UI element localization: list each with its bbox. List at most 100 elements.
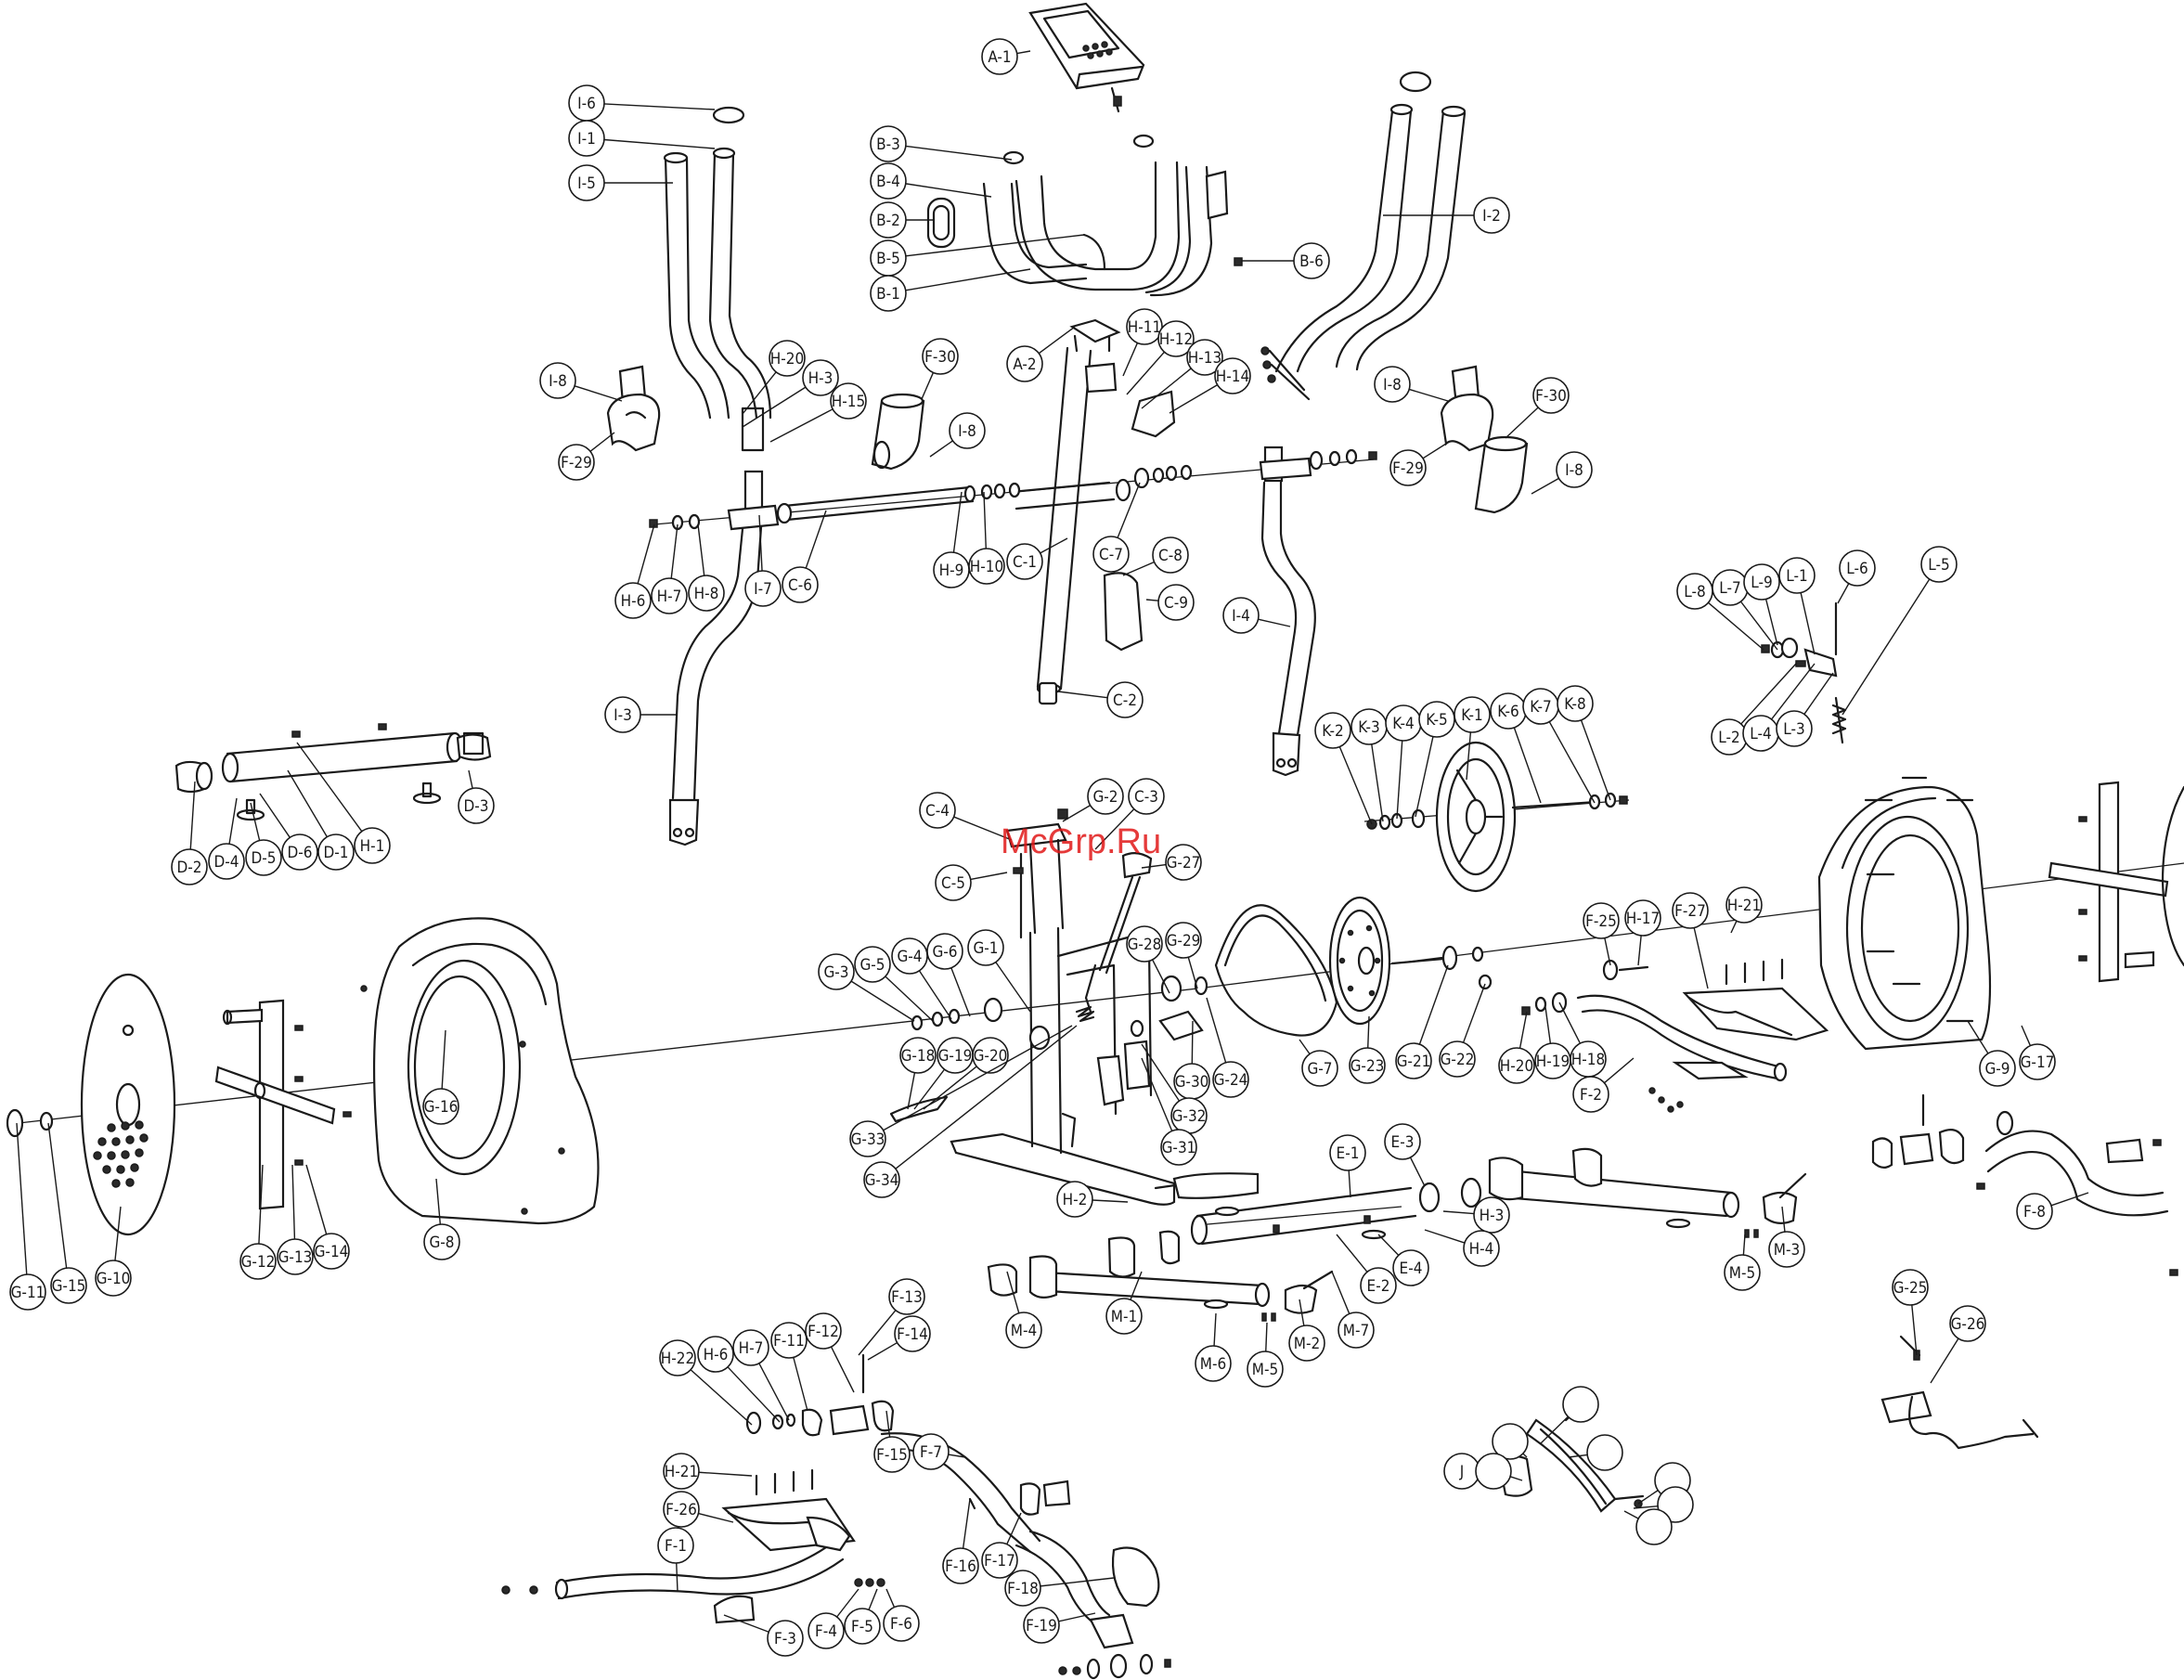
callout-label: I-8 bbox=[1383, 376, 1402, 394]
callout-leader-line bbox=[1930, 1338, 1959, 1384]
callout-circle bbox=[245, 839, 282, 876]
callout-label: C-9 bbox=[1164, 594, 1188, 613]
callout: G-34 bbox=[863, 1025, 1078, 1198]
callout: D-2 bbox=[171, 781, 208, 885]
callout-leader-line bbox=[1336, 1234, 1368, 1273]
callout-circle bbox=[1212, 1061, 1249, 1098]
callout-leader-line bbox=[1206, 997, 1227, 1063]
callout-label: C-5 bbox=[941, 874, 965, 893]
callout-leader-line bbox=[574, 385, 623, 402]
power-adapter-part bbox=[1880, 1335, 2039, 1450]
callout-leader-line bbox=[1062, 805, 1091, 822]
callout-leader-line bbox=[923, 1066, 977, 1110]
callout-circle bbox=[967, 929, 1004, 966]
callout-label: I-1 bbox=[577, 130, 596, 149]
callout: G-20 bbox=[923, 1037, 1009, 1110]
callout-circle bbox=[1004, 1570, 1041, 1607]
callout-circle bbox=[1562, 1386, 1599, 1423]
callout-circle bbox=[1473, 197, 1510, 234]
callout-leader-line bbox=[305, 1164, 328, 1234]
callout: B-2 bbox=[870, 201, 933, 239]
callout-label: G-9 bbox=[1984, 1060, 2010, 1079]
callout-circle bbox=[818, 953, 855, 990]
callout-leader-line bbox=[962, 1498, 971, 1549]
left-pedal-part bbox=[501, 1353, 1171, 1680]
callout-label: F-7 bbox=[920, 1443, 942, 1462]
callout-leader-line bbox=[189, 781, 196, 850]
callout-label: H-7 bbox=[739, 1339, 764, 1358]
callout: C-8 bbox=[1122, 536, 1189, 576]
callout: C-9 bbox=[1145, 584, 1195, 621]
callout-leader-line bbox=[995, 962, 1031, 1013]
callout-leader-line bbox=[929, 440, 953, 458]
callout-leader-line bbox=[805, 510, 827, 569]
callout: G-27 bbox=[1141, 844, 1202, 881]
callout-circle bbox=[870, 201, 907, 239]
callout bbox=[1492, 1423, 1529, 1460]
callout: H-1 bbox=[296, 742, 391, 864]
callout-circle bbox=[9, 1273, 46, 1311]
callout-circle bbox=[1329, 1134, 1366, 1171]
callout-circle bbox=[1106, 681, 1144, 718]
callout-circle bbox=[1126, 308, 1163, 345]
callout-leader-line bbox=[1265, 1322, 1268, 1352]
callout-label: I-7 bbox=[754, 580, 772, 599]
callout: G-6 bbox=[926, 933, 971, 1017]
left-cross-bracket-part bbox=[214, 999, 352, 1210]
callout-label: F-29 bbox=[1392, 459, 1424, 478]
callout-circle bbox=[1288, 1325, 1325, 1362]
callout-circle bbox=[1006, 345, 1043, 382]
callout-circle bbox=[863, 1161, 900, 1198]
callout-leader-line bbox=[836, 1588, 859, 1618]
callout-leader-line bbox=[1016, 50, 1031, 55]
left-pivot-sleeve-part bbox=[871, 393, 925, 471]
callout: B-1 bbox=[870, 268, 1031, 312]
callout-circle bbox=[968, 548, 1005, 585]
callout-circle bbox=[1384, 1123, 1421, 1160]
callout: K-5 bbox=[1415, 701, 1455, 818]
callout: I-8 bbox=[1531, 451, 1593, 495]
callout: H-13 bbox=[1141, 339, 1223, 409]
callout-label: G-5 bbox=[859, 956, 885, 975]
callout: H-19 bbox=[1534, 1006, 1571, 1079]
callout-leader-line bbox=[1057, 691, 1108, 699]
callout: G-17 bbox=[2019, 1025, 2056, 1080]
callout-circle bbox=[1374, 366, 1411, 403]
callout-circle bbox=[281, 834, 318, 871]
rear-frame-part bbox=[987, 1147, 1807, 1322]
callout-leader-line bbox=[1415, 736, 1434, 818]
callout-label: K-7 bbox=[1530, 698, 1552, 717]
callout-leader-line bbox=[1424, 1229, 1466, 1244]
callout-label: H-2 bbox=[1063, 1191, 1088, 1209]
callout: H-12 bbox=[1126, 320, 1195, 395]
callout: H-9 bbox=[933, 491, 970, 588]
callout-circle bbox=[1572, 1076, 1609, 1113]
callout: H-21 bbox=[663, 1453, 753, 1490]
callout-circle bbox=[1583, 902, 1620, 939]
callout-label: L-1 bbox=[1786, 567, 1807, 586]
callout-label: F-30 bbox=[1535, 387, 1567, 406]
callout: L-5 bbox=[1842, 546, 1958, 716]
callout: I-2 bbox=[1383, 197, 1510, 234]
callout-leader-line bbox=[895, 1025, 1078, 1170]
callout: H-20 bbox=[1498, 1011, 1535, 1084]
callout bbox=[1568, 1434, 1623, 1471]
callout-label: F-11 bbox=[773, 1332, 805, 1350]
callout-circle bbox=[981, 38, 1018, 75]
callout-leader-line bbox=[1442, 1210, 1475, 1215]
callout-circle bbox=[1087, 778, 1124, 815]
callout-label: B-5 bbox=[876, 250, 900, 268]
callout: H-6 bbox=[697, 1336, 781, 1423]
callout: M-5 bbox=[1247, 1322, 1284, 1388]
callout: G-5 bbox=[854, 946, 934, 1022]
callout-label: G-19 bbox=[938, 1047, 973, 1066]
callout-label: M-7 bbox=[1343, 1322, 1369, 1340]
callout-leader-line bbox=[1117, 482, 1141, 538]
callout-leader-line bbox=[114, 1206, 122, 1261]
callout: F-1 bbox=[657, 1527, 694, 1593]
callout-circle bbox=[1439, 1040, 1476, 1078]
callout-leader-line bbox=[1006, 1271, 1020, 1313]
callout-leader-line bbox=[47, 1122, 68, 1269]
callout: I-7 bbox=[744, 514, 782, 607]
callout-leader-line bbox=[918, 970, 952, 1020]
